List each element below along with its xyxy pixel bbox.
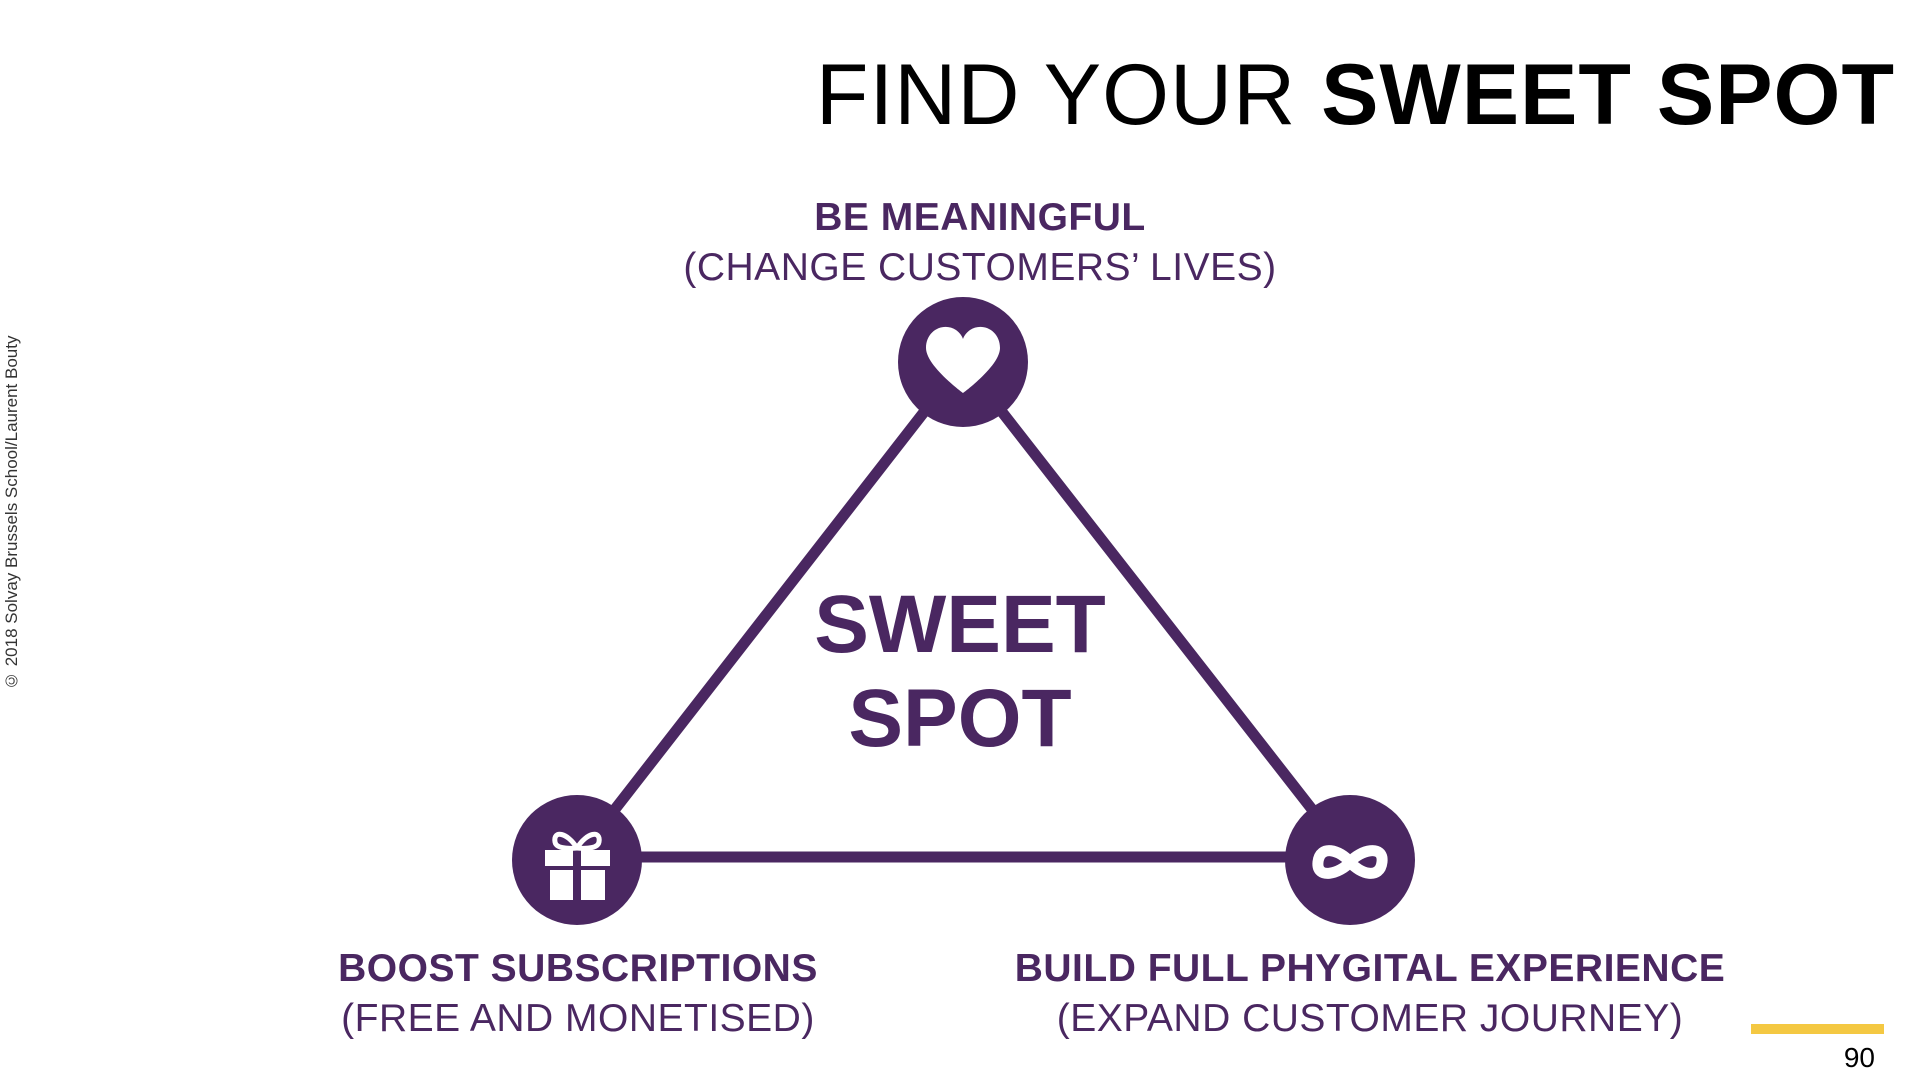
bottom-left-node <box>512 795 642 925</box>
edge-top-right <box>957 356 1356 864</box>
title-bold: SWEET SPOT <box>1321 47 1895 143</box>
bottom-right-node-heading: BUILD FULL PHYGITAL EXPERIENCE <box>1014 947 1726 990</box>
title-light: FIND YOUR <box>815 47 1322 143</box>
bottom-left-node-label: BOOST SUBSCRIPTIONS (FREE AND MONETISED) <box>278 944 878 1044</box>
slide-title: FIND YOUR SWEET SPOT <box>816 52 1895 138</box>
heart-icon <box>926 326 1000 393</box>
page-number: 90 <box>1843 1042 1875 1073</box>
bottom-left-node-heading: BOOST SUBSCRIPTIONS <box>338 947 818 990</box>
top-node-subheading: (CHANGE CUSTOMERS’ LIVES) <box>683 246 1277 289</box>
bottom-right-node <box>1285 795 1415 925</box>
bottom-left-node-subheading: (FREE AND MONETISED) <box>341 997 815 1040</box>
top-node <box>898 297 1028 427</box>
edge-top-left <box>571 356 969 864</box>
center-line-2: SPOT <box>848 673 1072 764</box>
center-line-1: SWEET <box>814 579 1106 670</box>
page-accent-bar <box>1751 1024 1884 1034</box>
gift-icon <box>545 831 610 900</box>
sweet-spot-center-label: SWEET SPOT <box>760 578 1160 766</box>
bottom-right-node-label: BUILD FULL PHYGITAL EXPERIENCE (EXPAND C… <box>970 944 1770 1044</box>
infinity-icon <box>1312 845 1388 879</box>
top-node-heading: BE MEANINGFUL <box>814 196 1146 239</box>
bottom-right-node-subheading: (EXPAND CUSTOMER JOURNEY) <box>1056 997 1684 1040</box>
top-node-label: BE MEANINGFUL (CHANGE CUSTOMERS’ LIVES) <box>680 193 1280 293</box>
triangle-edges <box>571 356 1356 864</box>
